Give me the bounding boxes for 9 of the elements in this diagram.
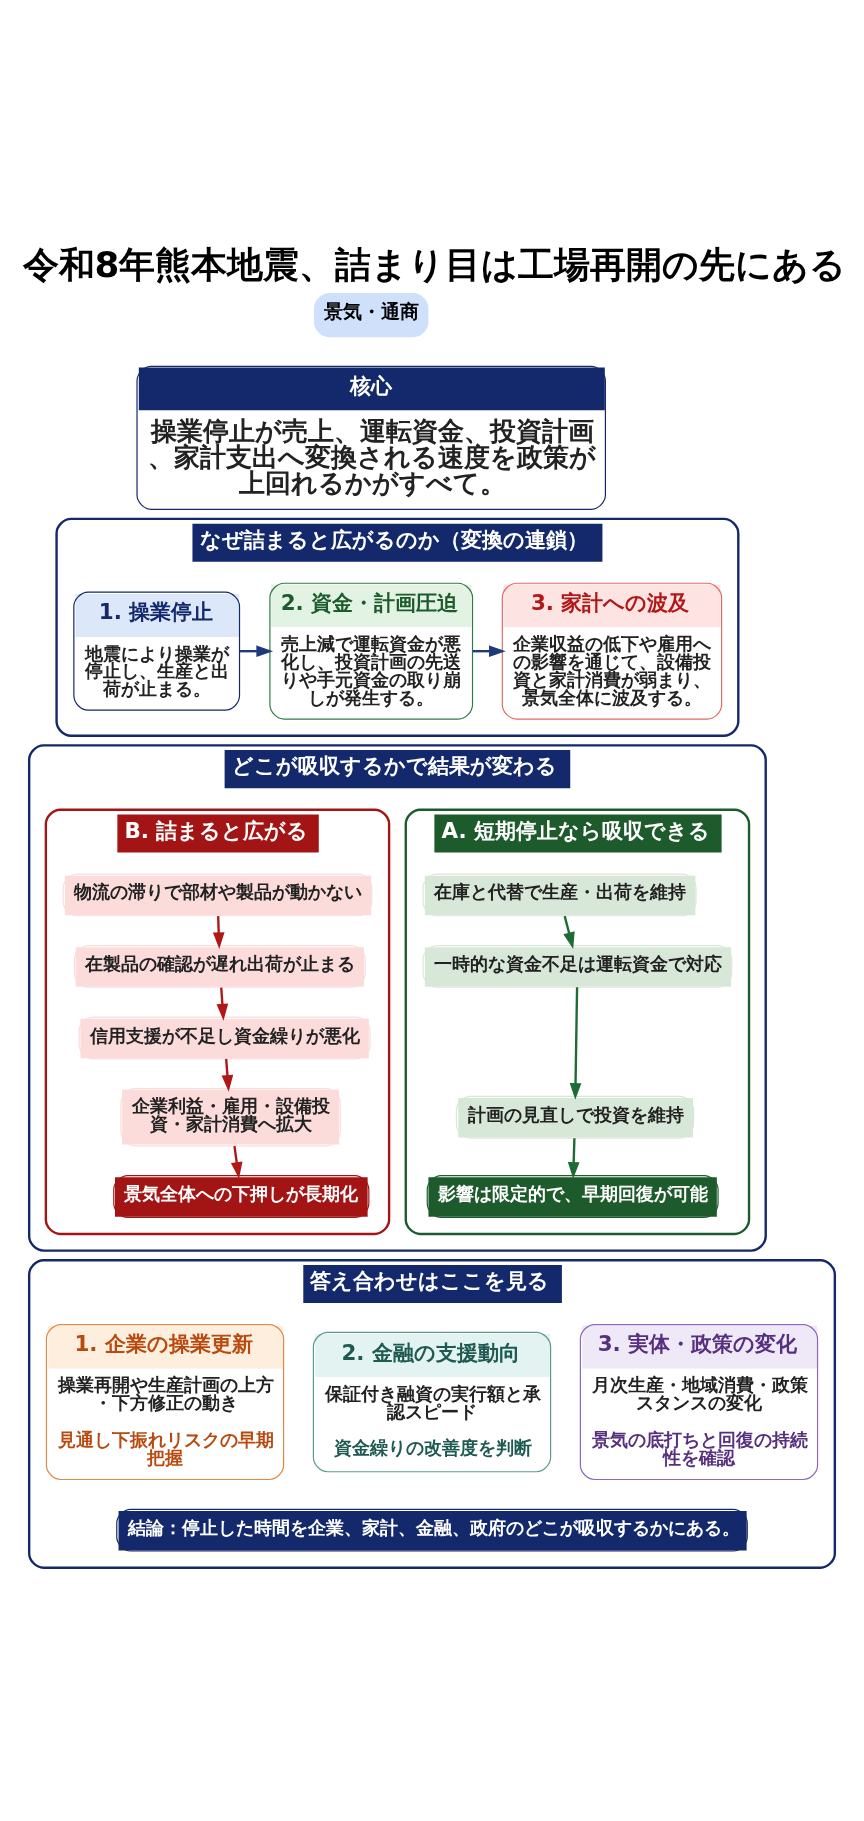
arrow — [569, 986, 582, 1100]
arrow — [230, 1145, 243, 1179]
label: 景気・通商 — [324, 299, 420, 322]
arrow — [216, 987, 229, 1021]
arrow — [221, 1058, 234, 1092]
arrow — [212, 915, 225, 949]
diagram-title: 令和8年熊本地震、詰まり目は工場再開の先にある — [22, 243, 847, 285]
arrow — [567, 1137, 580, 1179]
arrow — [563, 915, 575, 949]
